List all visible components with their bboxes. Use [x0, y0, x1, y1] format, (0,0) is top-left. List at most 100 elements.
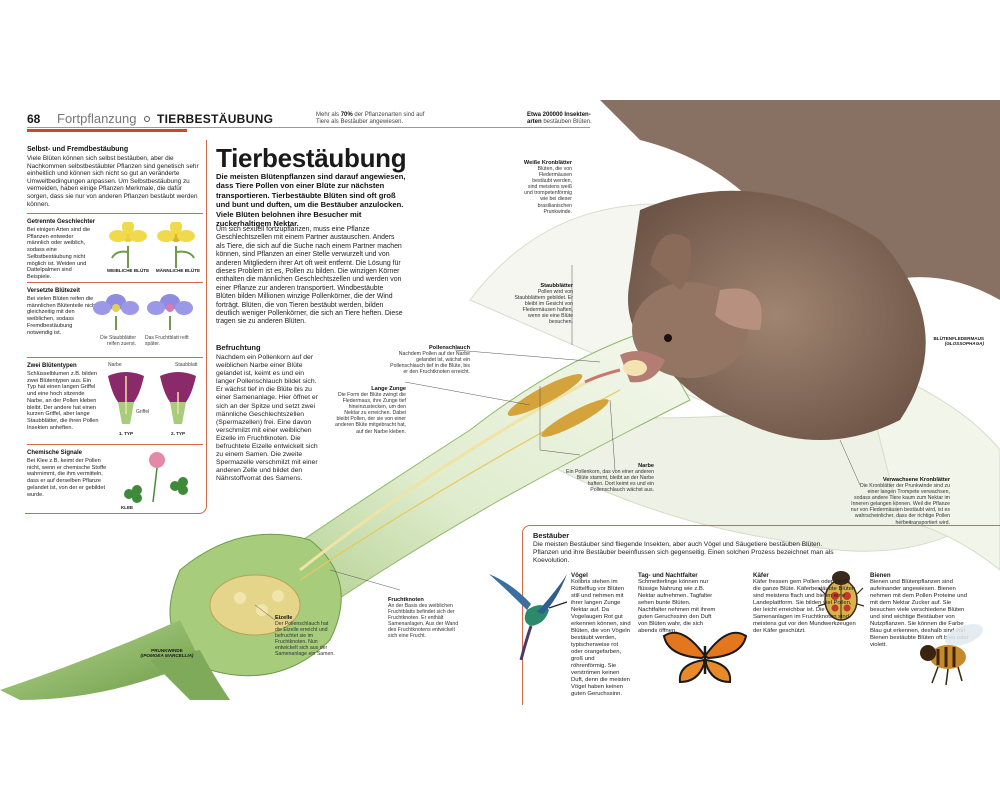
- pollinator-text: Kolibris stehen im Rüttelflug vor Blüten…: [571, 579, 631, 697]
- annotation-title: Narbe: [638, 463, 654, 469]
- annotation-pollen-tube: Pollenschlauch Nachdem Pollen auf der Na…: [390, 345, 470, 375]
- page-number: 68: [27, 112, 41, 126]
- pollinator-title: Tag- und Nachtfalter: [638, 572, 698, 579]
- annotation-egg-cell: Eizelle Der Pollenschlauch hat die Eizel…: [275, 615, 335, 658]
- annotation-title: Fruchtknoten: [388, 597, 424, 603]
- anther: [507, 374, 583, 416]
- clover-icon: [124, 452, 188, 503]
- annotation-title: Staubblätter: [540, 283, 573, 289]
- annotation-title: Pollenschlauch: [428, 345, 470, 351]
- bat-ear: [715, 288, 762, 330]
- annotation-text: Die Form der Blüte zwingt die Fledermaus…: [335, 392, 406, 435]
- label-style: Griffel: [136, 409, 150, 415]
- sidebar-b4-text: Bei Klee z.B. keimt der Pollen nicht, we…: [27, 458, 107, 498]
- annotation-title: Lange Zunge: [371, 386, 406, 392]
- label-stigma: Narbe: [108, 362, 122, 368]
- flower-male-female-icon: [109, 222, 195, 268]
- caption-type-1: 1. TYP: [118, 431, 134, 436]
- pollinator-butterflies: Tag- und Nachtfalter Schmetterlinge könn…: [638, 572, 718, 635]
- annotation-text: Pollen wird von Staubblättern gebildet. …: [514, 289, 573, 326]
- sidebar-b2-title: Versetzte Blütezeit: [27, 288, 81, 294]
- header-accent-rule: [27, 129, 187, 132]
- pollinator-title: Vögel: [571, 572, 588, 579]
- sidebar-b2-text: Bei vielen Blüten reifen die männlichen …: [27, 296, 97, 336]
- pollinator-text: Schmetterlinge können nur flüssige Nahru…: [638, 579, 716, 634]
- pollinators-text: Die meisten Bestäuber sind fliegende Ins…: [533, 541, 834, 564]
- annotation-title: Verwachsene Kronblätter: [882, 477, 950, 483]
- caption-male-flower: MÄNNLICHE BLÜTE: [155, 268, 201, 273]
- annotation-title: Weiße Kronblätter: [523, 160, 572, 166]
- chapter-title: Fortpflanzung: [57, 111, 137, 126]
- annotation-text: Nachdem Pollen auf der Narbe gelandet is…: [390, 351, 470, 376]
- butterfly-icon: [662, 631, 748, 684]
- bat-label-latin: (GLOSSOPHAGA): [944, 341, 984, 346]
- sidebar-b1-title: Getrennte Geschlechter: [27, 219, 96, 225]
- pollinator-title: Käfer: [753, 572, 769, 579]
- sidebar-divider: [27, 282, 203, 283]
- stat-box-1: Mehr als 70% der Pflanzenarten sind auf …: [316, 112, 436, 126]
- sidebar-b3-text: Schlüsselblumen z.B. bilden zwei Blütent…: [27, 371, 99, 431]
- annotation-long-tongue: Lange Zunge Die Form der Blüte zwingt di…: [332, 386, 406, 435]
- sidebar-intro-title: Selbst- und Fremdbestäubung: [27, 146, 129, 153]
- bat-species-label: BLÜTENFLEDERMAUS (GLOSSOPHAGA): [908, 336, 984, 346]
- lead-text: Die meisten Blütenpflanzen sind darauf a…: [216, 172, 406, 229]
- bee-icon: [920, 624, 984, 686]
- flower-timing-icon: [93, 294, 193, 330]
- note-stamens-first: Die Staubblätter reifen zuerst.: [100, 335, 136, 347]
- separator-dot-icon: [144, 116, 150, 122]
- stat2-post: bestäuben Blüten.: [541, 119, 592, 125]
- main-title: Tierbestäubung: [216, 143, 407, 173]
- caption-female-flower: WEIBLICHE BLÜTE: [106, 268, 150, 273]
- stat2-bold: Etwa 200000 Insekten-arten: [527, 112, 591, 125]
- bat-eye: [664, 334, 672, 342]
- bat-body: [628, 190, 926, 440]
- bat-ear: [650, 233, 692, 290]
- bat-tongue: [584, 368, 621, 384]
- fertilization-title: Befruchtung: [216, 343, 261, 352]
- anther: [541, 399, 609, 437]
- sidebar-divider: [27, 213, 203, 214]
- fertilization-text: Nachdem ein Pollenkorn auf der weibliche…: [216, 354, 318, 483]
- annotation-white-petals: Weiße Kronblätter Blüten, die von Fleder…: [522, 160, 572, 215]
- ovule: [272, 590, 284, 602]
- pollinator-text: Bienen und Blütenpflanzen sind aufeinand…: [870, 579, 969, 648]
- label-stamen: Staubblatt: [175, 362, 198, 368]
- bat-wing: [600, 100, 1000, 300]
- beetle-icon: [818, 571, 864, 621]
- sidebar-divider: [27, 444, 203, 445]
- flower-label-common: PRUNKWINDE: [151, 648, 183, 653]
- sidebar-divider: [27, 357, 203, 358]
- annotation-stamens: Staubblätter Pollen wird von Staubblätte…: [510, 283, 573, 326]
- primrose-types-icon: [108, 372, 196, 424]
- sidebar-b1-text: Bei einigen Arten sind die Pflanzen entw…: [27, 227, 91, 280]
- style-filament: [299, 373, 601, 572]
- pollinators-title: Bestäuber: [533, 531, 570, 540]
- flower-label-latin: (IPOMOEA MARCELLIA): [140, 653, 194, 658]
- caption-type-2: 2. TYP: [170, 431, 186, 436]
- pollinator-birds: Vögel Kolibris stehen im Rüttelflug vor …: [571, 572, 631, 698]
- annotation-text: An der Basis des weiblichen Fruchtblatts…: [388, 603, 459, 640]
- annotation-stigma: Narbe Ein Pollenkorn, das von einer ande…: [566, 463, 654, 493]
- sidebar-b3-title: Zwei Blütentypen: [27, 363, 77, 369]
- bat-label-common: BLÜTENFLEDERMAUS: [933, 336, 984, 341]
- ovule: [234, 592, 246, 604]
- caption-clover: KLEE: [120, 505, 134, 510]
- flower-species-label: PRUNKWINDE (IPOMOEA MARCELLIA): [137, 648, 197, 658]
- annotation-title: Eizelle: [275, 615, 293, 621]
- note-carpel-later: Das Fruchtblatt reift später.: [145, 335, 189, 347]
- sidebar-intro-text: Viele Blüten können sich selbst bestäube…: [27, 155, 199, 208]
- pollinator-beetles: Käfer Käfer fressen gern Pollen oder gle…: [753, 572, 859, 635]
- flower-stem: [0, 620, 200, 700]
- hummingbird-icon: [489, 574, 568, 660]
- annotation-text: Die Kronblätter der Prunkwinde sind zu e…: [850, 483, 950, 526]
- header-rule: [27, 127, 590, 128]
- annotation-ovary: Fruchtknoten An der Basis des weiblichen…: [388, 597, 462, 640]
- pollen-on-snout: [623, 360, 647, 376]
- pollinators-frame: [522, 525, 1000, 705]
- sidebar-frame: [25, 140, 207, 514]
- pollinator-text: Käfer fressen gern Pollen oder gleich di…: [753, 579, 856, 634]
- pollinator-bees: Bienen Bienen und Blütenpflanzen sind au…: [870, 572, 974, 649]
- stat-box-2: Etwa 200000 Insekten-arten bestäuben Blü…: [527, 112, 599, 126]
- illustration-flower-bat: [0, 100, 1000, 700]
- stat1-post: der Pflanzenarten sind auf Tiere als Bes…: [316, 112, 425, 125]
